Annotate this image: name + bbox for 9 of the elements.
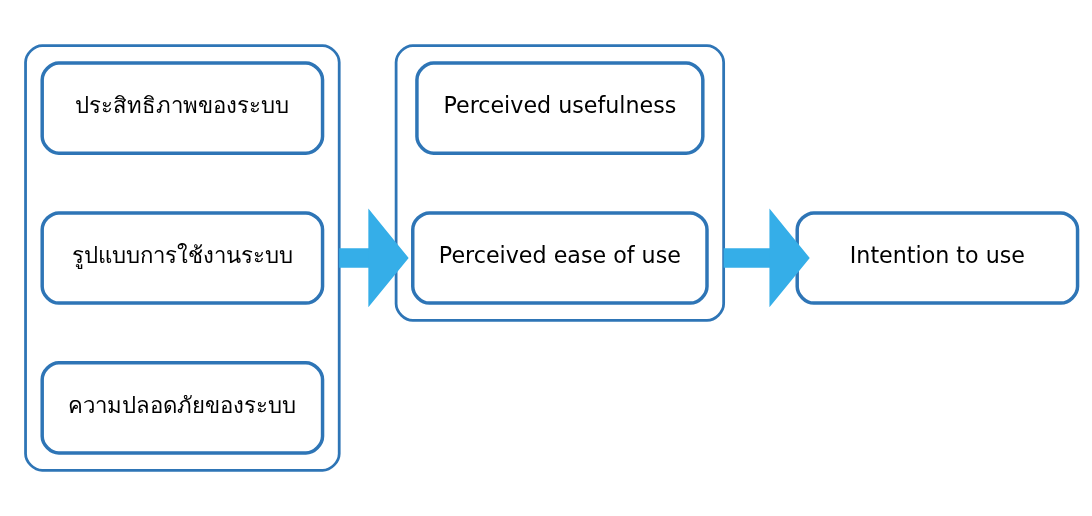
cluster bbox=[394, 44, 726, 322]
cluster bbox=[24, 44, 341, 472]
node-box: Perceived usefulness bbox=[415, 61, 705, 155]
arrow bbox=[723, 208, 810, 308]
node-box: รูปแบบการใช้งานระบบ bbox=[40, 211, 325, 305]
node-box: ความปลอดภัยของระบบ bbox=[40, 361, 325, 455]
node-box: ประสิทธิภาพของระบบ bbox=[40, 61, 325, 155]
node-box: Perceived ease of use bbox=[411, 211, 709, 305]
node-box: Intention to use bbox=[795, 211, 1080, 305]
